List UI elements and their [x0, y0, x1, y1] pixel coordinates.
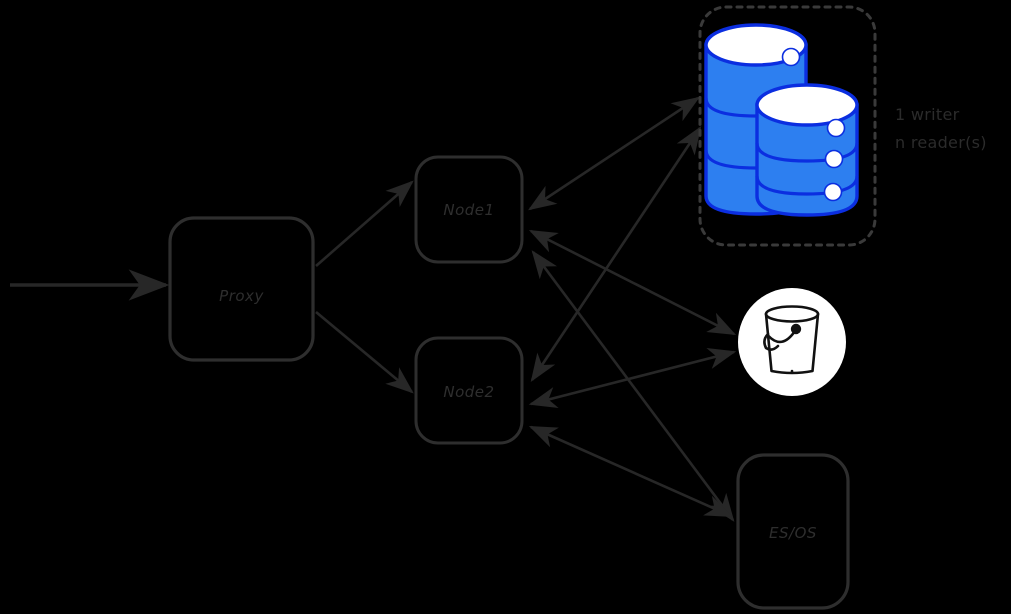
database-group[interactable]	[698, 5, 877, 247]
edge-node2-bucket	[528, 347, 737, 409]
bucket-icon	[763, 305, 820, 375]
database-group-dashed-border	[698, 5, 877, 247]
database-status-dot	[781, 47, 801, 67]
proxy-label: Proxy	[219, 287, 264, 305]
node1-box-shape	[414, 155, 524, 264]
database-status-dot	[826, 118, 846, 138]
proxy-box-shape	[168, 216, 315, 362]
database-annotation: 1 writer n reader(s)	[895, 105, 987, 152]
node-node1[interactable]: Node1	[414, 155, 524, 264]
edge-node1-esos	[531, 250, 735, 522]
database-status-dot	[823, 182, 843, 202]
node-proxy[interactable]: Proxy	[168, 216, 315, 362]
edge-proxy-to-node2	[315, 311, 414, 394]
node2-label: Node2	[443, 383, 494, 401]
node2-box-shape	[414, 336, 524, 445]
esos-box-shape	[736, 453, 850, 610]
database-status-dot	[824, 149, 844, 169]
edge-node1-database	[528, 96, 700, 211]
annotation-line-writer: 1 writer	[895, 105, 960, 124]
esos-label: ES/OS	[769, 524, 817, 542]
node1-label: Node1	[443, 201, 494, 219]
edge-node1-bucket	[528, 229, 737, 336]
node-node2[interactable]: Node2	[414, 336, 524, 445]
edge-proxy-to-node1	[315, 180, 414, 267]
database-cylinder-secondary	[755, 83, 859, 217]
bucket-circle-background	[738, 288, 846, 396]
object-store-bucket[interactable]	[738, 288, 846, 396]
edge-node2-database	[530, 126, 702, 382]
annotation-line-readers: n reader(s)	[895, 133, 987, 152]
bucket-handle-knob	[790, 323, 802, 335]
edge-node2-esos	[528, 425, 734, 518]
node-esos[interactable]: ES/OS	[736, 453, 850, 610]
